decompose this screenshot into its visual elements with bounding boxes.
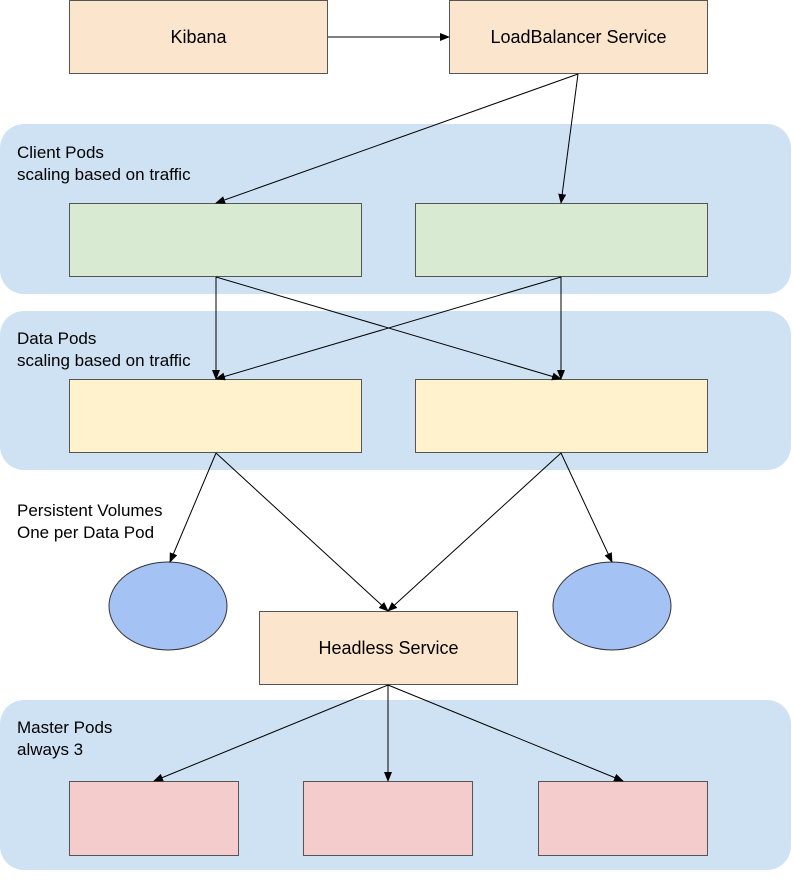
persistent-volumes-note: Persistent Volumes One per Data Pod — [17, 500, 163, 544]
persistent-volumes-line2: One per Data Pod — [17, 523, 155, 542]
master-pod-3[interactable] — [538, 781, 708, 856]
data-pod-2[interactable] — [415, 379, 708, 453]
client-pods-label: Client Pods scaling based on traffic — [17, 142, 191, 186]
load-balancer-label: LoadBalancer Service — [490, 26, 667, 47]
master-pods-subtitle: always 3 — [17, 740, 84, 759]
persistent-volume-2[interactable] — [552, 561, 672, 651]
data-pods-subtitle: scaling based on traffic — [17, 351, 191, 370]
data-pods-title: Data Pods — [17, 329, 97, 348]
edge-data1-headless — [215, 452, 389, 612]
kibana-node[interactable]: Kibana — [69, 0, 328, 74]
master-pod-2[interactable] — [303, 781, 473, 856]
client-pod-1[interactable] — [69, 203, 362, 277]
master-pod-1[interactable] — [69, 781, 239, 856]
headless-service-label: Headless Service — [318, 637, 459, 658]
data-pod-1[interactable] — [69, 379, 362, 453]
master-pods-title: Master Pods — [17, 718, 113, 737]
client-pod-2[interactable] — [415, 203, 708, 277]
kibana-label: Kibana — [170, 26, 227, 47]
client-pods-title: Client Pods — [17, 143, 104, 162]
client-pods-subtitle: scaling based on traffic — [17, 165, 191, 184]
edge-data2-headless — [387, 452, 562, 612]
master-pods-label: Master Pods always 3 — [17, 717, 112, 761]
headless-service-node[interactable]: Headless Service — [259, 611, 518, 685]
load-balancer-node[interactable]: LoadBalancer Service — [449, 0, 708, 74]
data-pods-label: Data Pods scaling based on traffic — [17, 328, 191, 372]
persistent-volume-1[interactable] — [108, 561, 228, 651]
persistent-volumes-line1: Persistent Volumes — [17, 501, 163, 520]
